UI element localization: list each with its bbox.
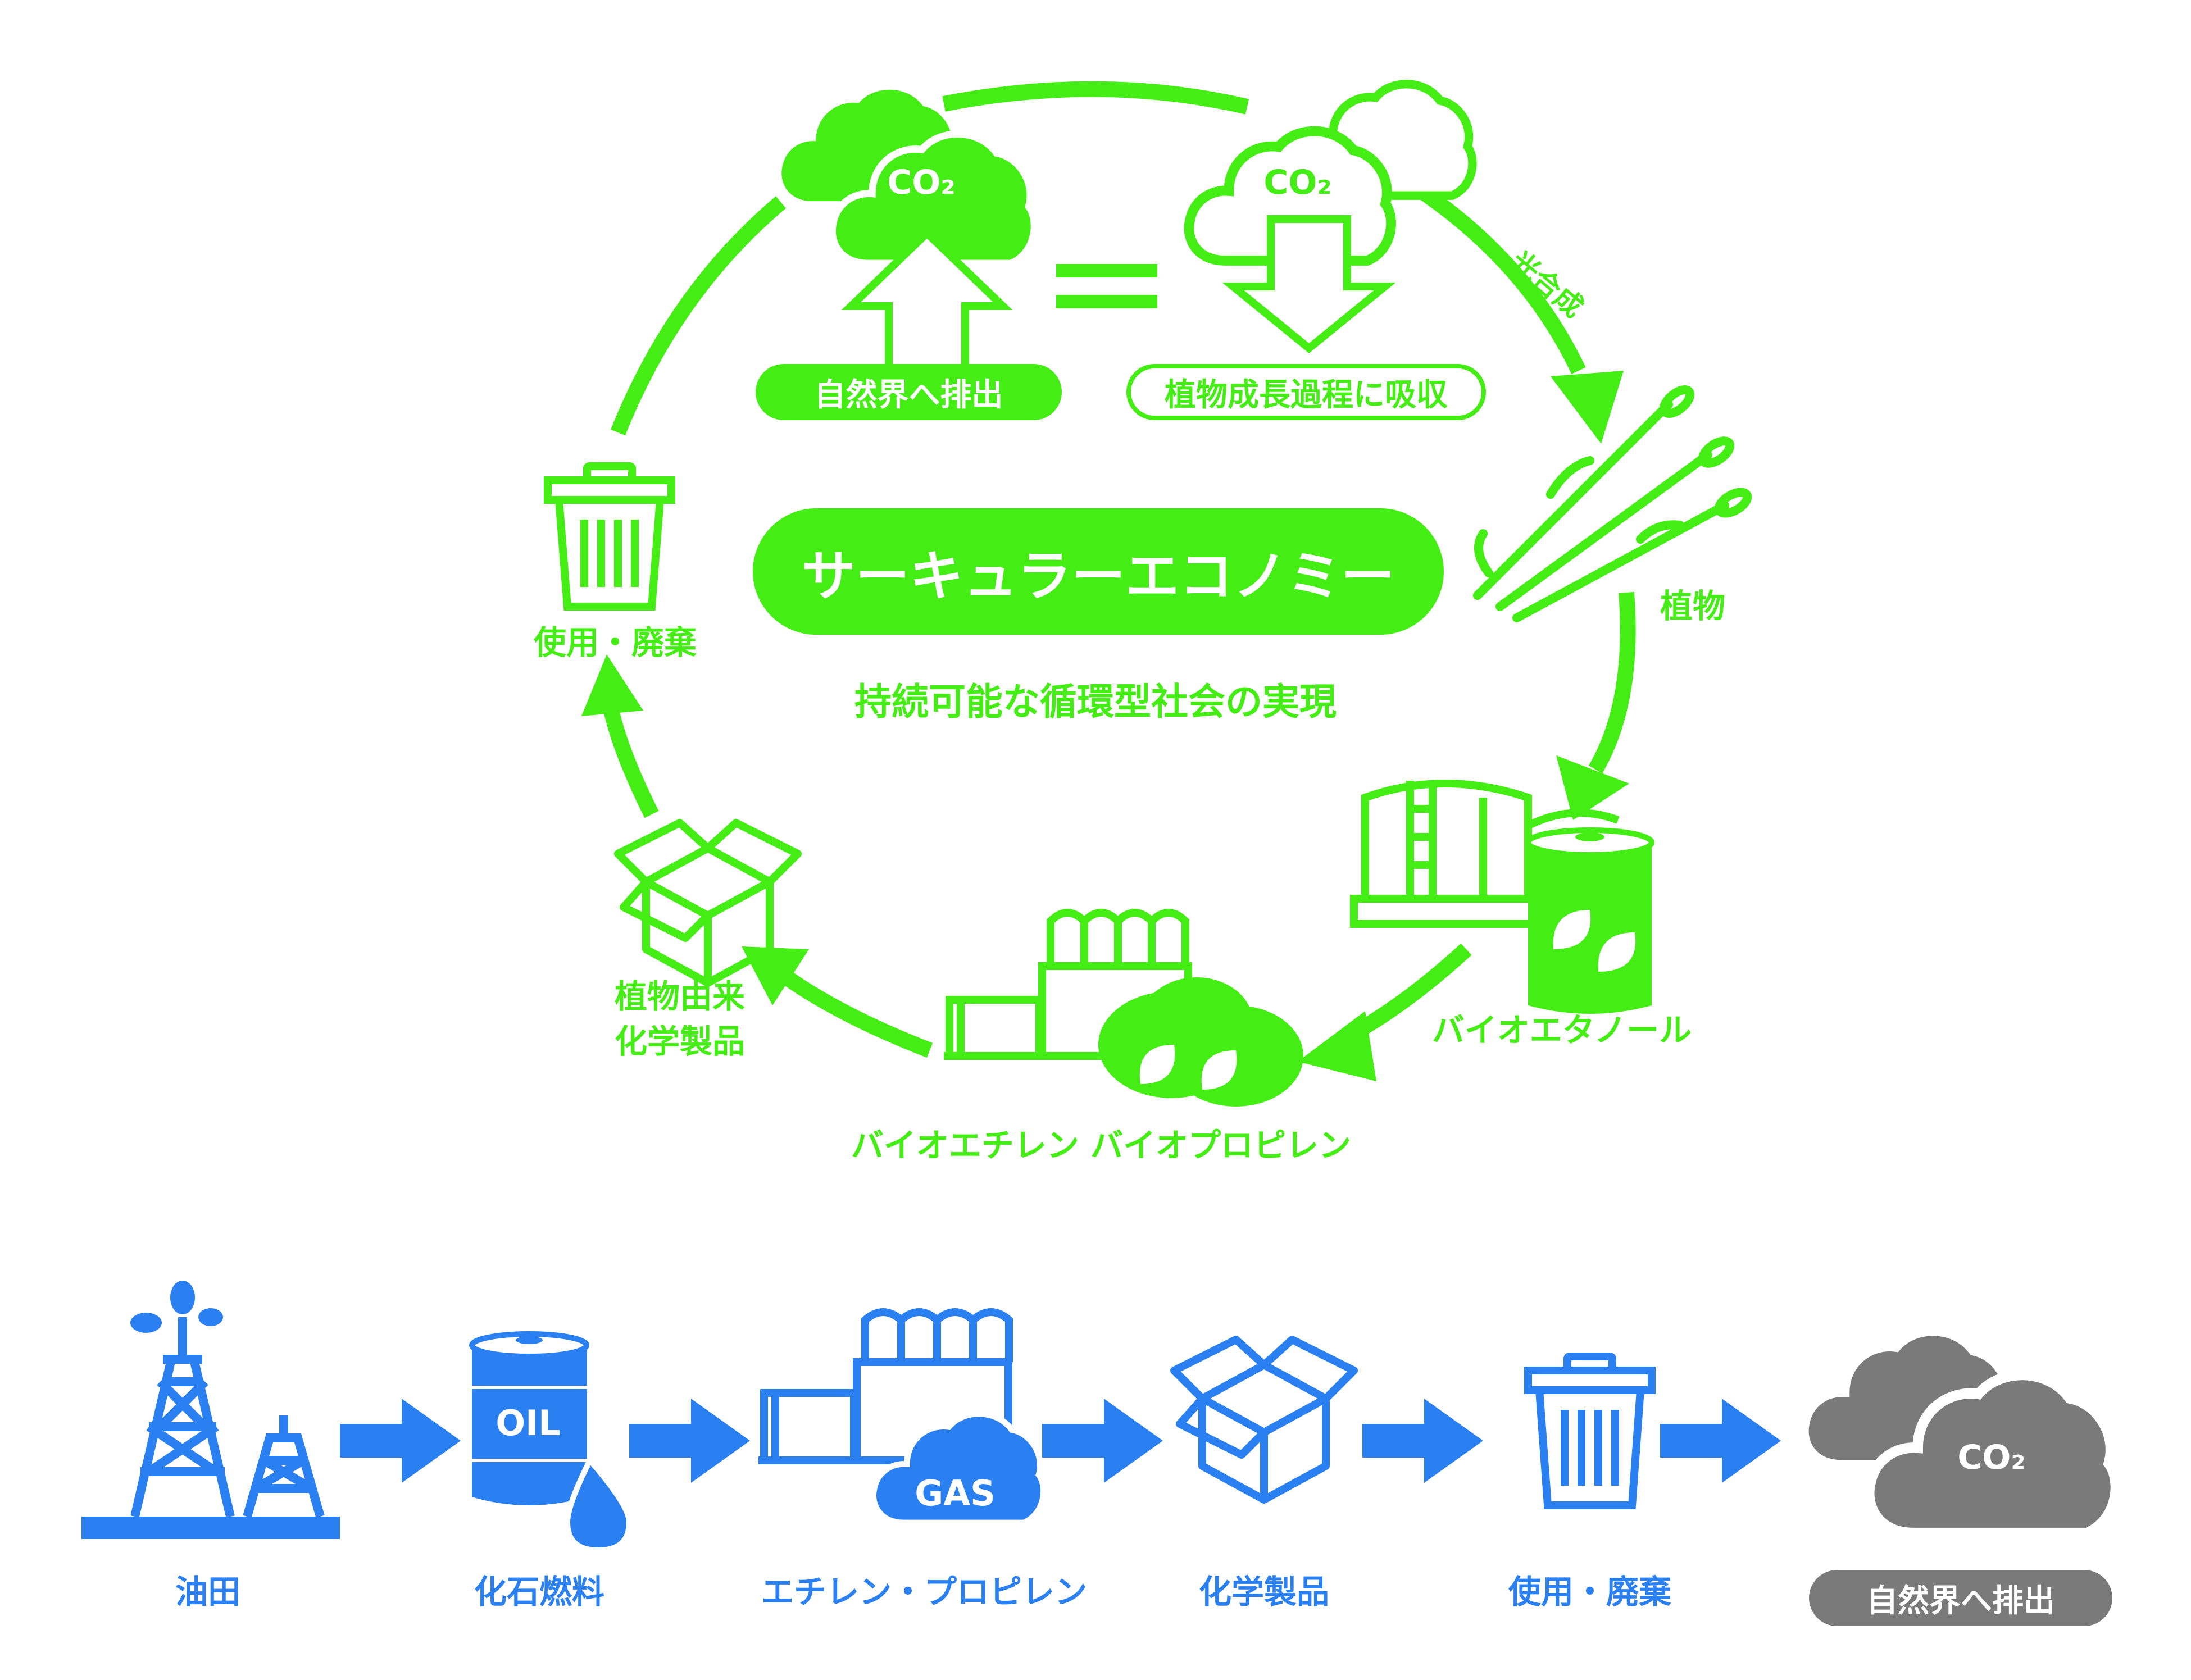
arrow-to-trash-icon (581, 654, 643, 716)
cycle-title: サーキュラーエコノミー (753, 508, 1444, 635)
olefin-label: エチレン・プロピレン (761, 1573, 1088, 1611)
equals-icon (1056, 264, 1157, 308)
arrow-right-icon (340, 1399, 461, 1483)
oil-derrick-icon (130, 1317, 325, 1518)
co2-left-text: CO₂ (887, 163, 955, 202)
fossil-label: 化石燃料 (474, 1573, 605, 1611)
arrow-to-factory-icon (1298, 1011, 1376, 1081)
trash-icon (544, 462, 675, 611)
arrow-to-tank-icon (1556, 755, 1629, 820)
drum-icon (1525, 827, 1654, 1014)
gas-text: GAS (915, 1473, 996, 1514)
emit-pill: 自然界へ排出 (756, 364, 1062, 420)
absorb-pill: 植物成長過程に吸収 (1126, 364, 1486, 420)
arrow-right-icon (1042, 1399, 1163, 1483)
arrow-right-icon (1362, 1399, 1483, 1483)
arrow-right-icon (1660, 1399, 1781, 1483)
leaf-cluster-icon (1098, 977, 1303, 1107)
cycle-ring (602, 81, 1636, 1058)
bio-chem-label-line1: 植物由来 (614, 977, 746, 1016)
linear-disposal-label: 使用・廃棄 (1508, 1573, 1672, 1611)
linear-emit-pill: 自然界へ排出 (1809, 1570, 2112, 1626)
oil-splash-icon (81, 1281, 340, 1539)
leaf-icon (1598, 932, 1636, 972)
arrow-right-icon (629, 1399, 750, 1483)
leaf-icon (1201, 1050, 1237, 1090)
bio-chem-label-line2: 化学製品 (614, 1022, 746, 1060)
ring-upper-left-arc (611, 196, 787, 436)
arrow-to-plant-icon (1551, 371, 1624, 444)
box-icon (1170, 1336, 1358, 1504)
droplet-icon (564, 1455, 633, 1554)
ring-right-lower-arc (1588, 591, 1636, 774)
oil-text: OIL (496, 1403, 560, 1444)
chem-label: 化学製品 (1198, 1573, 1330, 1611)
cloud-icon (1804, 1332, 2116, 1533)
trash-icon (1524, 1353, 1656, 1509)
co2-right-text: CO₂ (1263, 163, 1331, 202)
drum-icon (469, 1331, 589, 1505)
ring-right-upper-arc (1417, 184, 1586, 374)
bio-olefin-label: バイオエチレン バイオプロピレン (851, 1126, 1352, 1164)
arrow-to-box-icon (742, 946, 809, 1005)
cycle-subtitle: 持続可能な循環型社会の実現 (854, 680, 1337, 723)
ring-bottom-left-arc (781, 971, 933, 1058)
arrow-down-icon (1222, 215, 1396, 354)
bioethanol-label: バイオエタノール (1431, 1011, 1692, 1049)
plant-label: 植物 (1660, 587, 1726, 625)
box-icon (614, 819, 802, 987)
ring-top-arc (942, 81, 1249, 115)
leaf-icon (1139, 1045, 1175, 1084)
cycle-disposal-label: 使用・廃棄 (533, 623, 697, 662)
co2-gray-text: CO₂ (1957, 1438, 2025, 1477)
sugarcane-icon (1473, 385, 1752, 622)
ring-left-arc (602, 700, 659, 818)
leaf-icon (1553, 910, 1591, 949)
oilfield-label: 油田 (175, 1573, 241, 1611)
